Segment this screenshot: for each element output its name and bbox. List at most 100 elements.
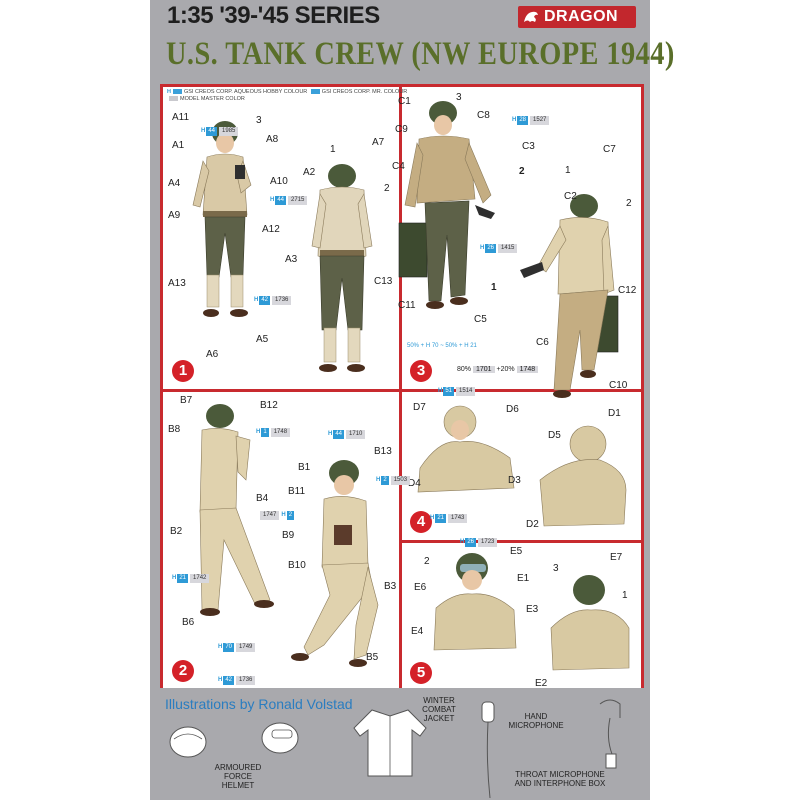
hand-microphone-caption: HAND MICROPHONE: [508, 712, 564, 730]
part-label: C10: [609, 380, 628, 391]
part-label: C11: [398, 300, 416, 311]
series-title: 1:35 '39-'45 SERIES: [167, 2, 380, 29]
part-label: 1: [330, 144, 336, 155]
panel-number-5: 5: [410, 662, 432, 684]
part-label: B1: [298, 462, 311, 473]
hand-microphone-icon: [481, 701, 495, 799]
part-label: C9: [395, 124, 408, 135]
throat-microphone-icon: [599, 699, 621, 769]
part-label: A9: [168, 210, 181, 221]
part-label: A2: [303, 167, 316, 178]
part-label: D3: [508, 475, 521, 486]
panel-number-4: 4: [410, 511, 432, 533]
part-label: B12: [260, 400, 278, 411]
figure-e-back: [550, 575, 630, 671]
part-label: A11: [172, 112, 190, 123]
part-label: E1: [517, 573, 530, 584]
part-label: D6: [506, 404, 519, 415]
figure-e-front: [433, 553, 517, 651]
figure-c-back: [520, 194, 619, 398]
part-label: D5: [548, 430, 561, 441]
part-label: B6: [182, 617, 195, 628]
part-label: 2: [384, 183, 390, 194]
figure-c-front: [398, 101, 495, 309]
page-title: U.S. TANK CREW (NW EUROPE 1944): [166, 36, 675, 72]
brand-name: DRAGON: [544, 8, 619, 25]
part-label: E4: [411, 626, 424, 637]
part-label: A7: [372, 137, 385, 148]
part-label: E5: [510, 546, 523, 557]
panel-number-2: 2: [172, 660, 194, 682]
dragon-icon: [524, 11, 538, 22]
part-label: 3: [256, 115, 262, 126]
part-label: E7: [610, 552, 623, 563]
part-label: C6: [536, 337, 549, 348]
part-label: B3: [384, 581, 397, 592]
part-label: B7: [180, 395, 193, 406]
figure-b-back: [199, 404, 274, 616]
part-label: C4: [392, 161, 405, 172]
jacket-caption: WINTER COMBAT JACKET: [422, 696, 456, 723]
part-label: 2: [626, 198, 632, 209]
part-label: E6: [414, 582, 427, 593]
part-label: A1: [172, 140, 185, 151]
part-label: E3: [526, 604, 539, 615]
part-label: 3: [456, 92, 462, 103]
part-label: C13: [374, 276, 393, 287]
panel-number-1: 1: [172, 360, 194, 382]
brand-logo: DRAGON: [518, 6, 636, 28]
helmet-caption: ARMOURED FORCE HELMET: [214, 763, 262, 790]
part-label: C7: [603, 144, 616, 155]
part-label: A6: [206, 349, 219, 360]
panel-number-3: 3: [410, 360, 432, 382]
illustration-credit: Illustrations by Ronald Volstad: [165, 696, 353, 712]
mix-note: 80% 1701 +20% 1748: [457, 366, 539, 373]
part-label: B11: [288, 486, 306, 497]
part-label: A5: [256, 334, 269, 345]
part-label: B5: [366, 652, 379, 663]
part-label: A4: [168, 178, 181, 189]
part-label: 2: [519, 166, 525, 177]
part-label: C5: [474, 314, 487, 325]
part-label: B10: [288, 560, 306, 571]
part-label: D4: [408, 478, 421, 489]
helmet-icon: [169, 726, 207, 758]
figure-a-back: [311, 164, 373, 372]
part-label: A3: [285, 254, 298, 265]
part-label: A8: [266, 134, 279, 145]
part-label: 1: [491, 282, 497, 293]
part-label: 1: [565, 165, 571, 176]
part-label: C3: [522, 141, 535, 152]
figure-a-front: [192, 121, 252, 317]
part-label: E2: [535, 678, 548, 689]
part-label: 3: [553, 563, 559, 574]
part-label: B9: [282, 530, 295, 541]
part-label: D1: [608, 408, 621, 419]
throat-microphone-caption: THROAT MICROPHONE AND INTERPHONE BOX: [514, 770, 606, 788]
part-label: C12: [618, 285, 637, 296]
part-label: B2: [170, 526, 183, 537]
part-label: B13: [374, 446, 392, 457]
part-label: C2: [564, 191, 577, 202]
part-label: A12: [262, 224, 280, 235]
part-label: 1: [622, 590, 628, 601]
jacket-icon: [353, 709, 427, 777]
part-label: C1: [398, 96, 411, 107]
part-label: D2: [526, 519, 539, 530]
part-label: C8: [477, 110, 490, 121]
part-label: B8: [168, 424, 181, 435]
